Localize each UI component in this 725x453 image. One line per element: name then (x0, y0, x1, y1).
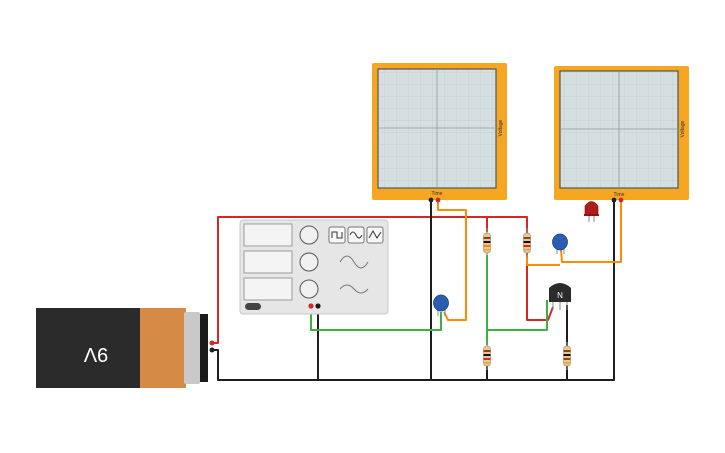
wire-orange-scope1[interactable] (437, 200, 467, 321)
transistor-label: N (557, 291, 563, 300)
resistor-r1[interactable] (483, 228, 491, 258)
generator-display-amplitude (243, 250, 293, 274)
oscilloscope-1[interactable]: Time Voltage (372, 63, 507, 203)
battery-label: 9V (83, 343, 108, 365)
scope1-time-label: Time (432, 191, 443, 197)
amplitude-wave-icon (339, 255, 369, 269)
generator-negative-terminal[interactable] (315, 303, 321, 309)
scope1-voltage-label: Voltage (498, 119, 504, 136)
offset-wave-icon (339, 284, 369, 294)
frequency-knob[interactable] (299, 225, 319, 245)
resistor-r2[interactable] (523, 228, 531, 258)
wire-red-to-collector[interactable] (487, 216, 528, 232)
scope2-negative-probe[interactable] (611, 197, 617, 203)
scope1-positive-probe[interactable] (435, 197, 441, 203)
battery-body (36, 308, 144, 388)
scope2-voltage-label: Voltage (680, 120, 686, 137)
capacitor-input[interactable] (433, 294, 449, 316)
scope2-positive-probe[interactable] (618, 197, 624, 203)
scope2-time-label: Time (614, 192, 625, 198)
resistor-r4[interactable] (563, 342, 571, 370)
wires[interactable] (212, 200, 622, 381)
led-red[interactable] (584, 201, 599, 223)
offset-knob[interactable] (299, 279, 319, 299)
generator-display-frequency (243, 223, 293, 247)
battery-9v[interactable]: 9V (36, 308, 215, 388)
power-switch[interactable] (245, 303, 261, 310)
sine-wave-button[interactable] (347, 226, 365, 244)
battery-terminal-block (184, 312, 200, 384)
battery-negative-terminal[interactable] (209, 347, 215, 353)
wire-orange-collector[interactable] (526, 255, 560, 266)
wire-black-ground[interactable] (212, 200, 615, 381)
wire-green-bias[interactable] (486, 255, 548, 331)
oscilloscope-2[interactable]: Time Voltage (554, 66, 689, 203)
resistor-r3[interactable] (483, 342, 491, 370)
wire-red-generator[interactable] (526, 217, 554, 321)
battery-copper-cap (140, 308, 186, 388)
npn-transistor[interactable]: N (549, 283, 571, 310)
triangle-wave-button[interactable] (366, 226, 384, 244)
battery-positive-terminal[interactable] (209, 340, 215, 346)
generator-display-offset (243, 277, 293, 301)
scope1-negative-probe[interactable] (428, 197, 434, 203)
battery-clip (200, 314, 208, 382)
function-generator[interactable] (239, 219, 389, 315)
wire-orange-scope2[interactable] (560, 200, 622, 263)
wire-green-signal[interactable] (310, 306, 442, 331)
generator-positive-terminal[interactable] (308, 303, 314, 309)
square-wave-button[interactable] (328, 226, 346, 244)
wire-red-battery-top[interactable] (212, 216, 488, 344)
capacitor-output[interactable] (552, 233, 568, 254)
amplitude-knob[interactable] (299, 252, 319, 272)
